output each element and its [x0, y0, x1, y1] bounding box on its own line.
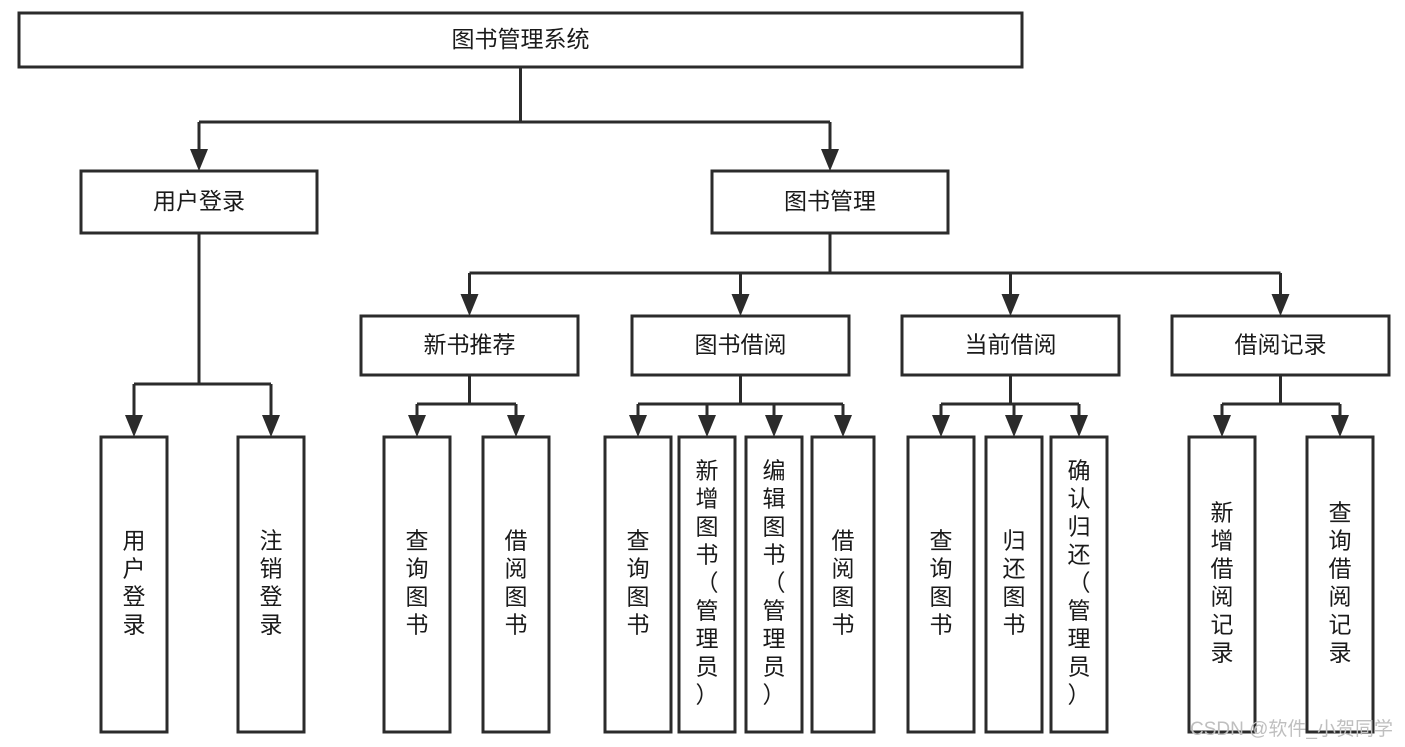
node-leaf-0-用户登录[interactable]: 用户登录 [99, 435, 169, 734]
node-root-图书管理系统[interactable]: 图书管理系统 [17, 11, 1024, 69]
edges-layer [125, 67, 1349, 437]
node-leaf-11-新增借阅记录-box[interactable] [1187, 435, 1257, 734]
node-l2-图书管理-label: 图书管理 [784, 188, 876, 214]
node-l3-新书推荐-box[interactable] [359, 314, 580, 377]
edges-userlogin-to-leaves [125, 233, 280, 437]
edge-arrowhead-icon [1213, 415, 1231, 437]
node-leaf-6-编辑图书管理员[interactable]: 编辑图书（管理员） [744, 435, 804, 734]
node-leaf-9-归还图书-box[interactable] [984, 435, 1044, 734]
edge-arrowhead-icon [507, 415, 525, 437]
node-l3-当前借阅-box[interactable] [900, 314, 1121, 377]
edge-arrowhead-icon [190, 149, 208, 171]
node-l3-图书借阅-box[interactable] [630, 314, 851, 377]
nodes-layer: 图书管理系统用户登录图书管理新书推荐图书借阅当前借阅借阅记录用户登录注销登录查询… [17, 11, 1391, 734]
edge-arrowhead-icon [731, 294, 750, 316]
node-leaf-2-查询图书-box[interactable] [382, 435, 452, 734]
node-leaf-10-确认归还管理员[interactable]: 确认归还（管理员） [1049, 435, 1109, 734]
node-leaf-0-用户登录-box[interactable] [99, 435, 169, 734]
node-l3-借阅记录-box[interactable] [1170, 314, 1391, 377]
node-leaf-6-编辑图书管理员-box[interactable] [744, 435, 804, 734]
edge-arrowhead-icon [460, 294, 479, 316]
node-l3-图书借阅-label: 图书借阅 [695, 332, 787, 358]
edge-arrowhead-icon [125, 415, 143, 437]
node-leaf-8-查询图书[interactable]: 查询图书 [906, 435, 976, 734]
node-l3-新书推荐-label: 新书推荐 [424, 332, 516, 358]
edge-arrowhead-icon [698, 415, 716, 437]
node-l2-用户登录[interactable]: 用户登录 [79, 169, 319, 235]
edges-bookmgmt-to-level3 [460, 233, 1290, 316]
node-leaf-12-查询借阅记录-box[interactable] [1305, 435, 1375, 734]
node-root-图书管理系统-label: 图书管理系统 [452, 26, 590, 52]
node-l2-图书管理[interactable]: 图书管理 [710, 169, 950, 235]
node-leaf-9-归还图书-label: 归还图书 [1003, 528, 1026, 638]
node-leaf-10-确认归还管理员-box[interactable] [1049, 435, 1109, 734]
node-leaf-7-借阅图书-label: 借阅图书 [832, 528, 855, 638]
node-l3-图书借阅[interactable]: 图书借阅 [630, 314, 851, 377]
edge-arrowhead-icon [1070, 415, 1088, 437]
node-leaf-12-查询借阅记录[interactable]: 查询借阅记录 [1305, 435, 1375, 734]
node-leaf-4-查询图书-label: 查询图书 [627, 528, 650, 638]
node-leaf-5-新增图书管理员-label: 新增图书（管理员） [696, 458, 719, 708]
node-leaf-5-新增图书管理员[interactable]: 新增图书（管理员） [677, 435, 737, 734]
node-leaf-5-新增图书管理员-box[interactable] [677, 435, 737, 734]
node-leaf-12-查询借阅记录-label: 查询借阅记录 [1329, 500, 1352, 666]
node-leaf-7-借阅图书-box[interactable] [810, 435, 876, 734]
node-leaf-8-查询图书-label: 查询图书 [930, 528, 953, 638]
node-leaf-0-用户登录-label: 用户登录 [123, 528, 146, 638]
edge-arrowhead-icon [262, 415, 280, 437]
node-leaf-11-新增借阅记录-label: 新增借阅记录 [1211, 500, 1234, 666]
node-leaf-4-查询图书[interactable]: 查询图书 [603, 435, 673, 734]
edges-borrow-to-leaves [629, 375, 852, 437]
edge-arrowhead-icon [1001, 294, 1020, 316]
edge-arrowhead-icon [1331, 415, 1349, 437]
node-leaf-8-查询图书-box[interactable] [906, 435, 976, 734]
node-l3-当前借阅[interactable]: 当前借阅 [900, 314, 1121, 377]
node-leaf-1-注销登录[interactable]: 注销登录 [236, 435, 306, 734]
node-l3-借阅记录[interactable]: 借阅记录 [1170, 314, 1391, 377]
node-leaf-2-查询图书[interactable]: 查询图书 [382, 435, 452, 734]
node-l2-用户登录-box[interactable] [79, 169, 319, 235]
node-leaf-1-注销登录-label: 注销登录 [260, 528, 283, 638]
edge-arrowhead-icon [834, 415, 852, 437]
node-leaf-3-借阅图书-box[interactable] [481, 435, 551, 734]
edge-arrowhead-icon [1005, 415, 1023, 437]
edges-root-to-level2 [190, 67, 839, 171]
edges-records-to-leaves [1213, 375, 1349, 437]
node-leaf-7-借阅图书[interactable]: 借阅图书 [810, 435, 876, 734]
edge-arrowhead-icon [408, 415, 426, 437]
node-leaf-6-编辑图书管理员-label: 编辑图书（管理员） [763, 458, 786, 708]
edge-arrowhead-icon [932, 415, 950, 437]
node-l3-借阅记录-label: 借阅记录 [1235, 332, 1327, 358]
node-leaf-4-查询图书-box[interactable] [603, 435, 673, 734]
edge-arrowhead-icon [765, 415, 783, 437]
edge-arrowhead-icon [1271, 294, 1290, 316]
edge-arrowhead-icon [821, 149, 839, 171]
node-leaf-2-查询图书-label: 查询图书 [406, 528, 429, 638]
node-l3-新书推荐[interactable]: 新书推荐 [359, 314, 580, 377]
node-leaf-11-新增借阅记录[interactable]: 新增借阅记录 [1187, 435, 1257, 734]
node-leaf-1-注销登录-box[interactable] [236, 435, 306, 734]
edges-newbook-to-leaves [408, 375, 525, 437]
edge-arrowhead-icon [629, 415, 647, 437]
node-root-图书管理系统-box[interactable] [17, 11, 1024, 69]
node-leaf-10-确认归还管理员-label: 确认归还（管理员） [1068, 458, 1091, 708]
edges-current-to-leaves [932, 375, 1088, 437]
node-leaf-9-归还图书[interactable]: 归还图书 [984, 435, 1044, 734]
node-leaf-3-借阅图书-label: 借阅图书 [505, 528, 528, 638]
node-l3-当前借阅-label: 当前借阅 [965, 332, 1057, 358]
node-leaf-3-借阅图书[interactable]: 借阅图书 [481, 435, 551, 734]
node-l2-用户登录-label: 用户登录 [153, 188, 245, 214]
node-l2-图书管理-box[interactable] [710, 169, 950, 235]
